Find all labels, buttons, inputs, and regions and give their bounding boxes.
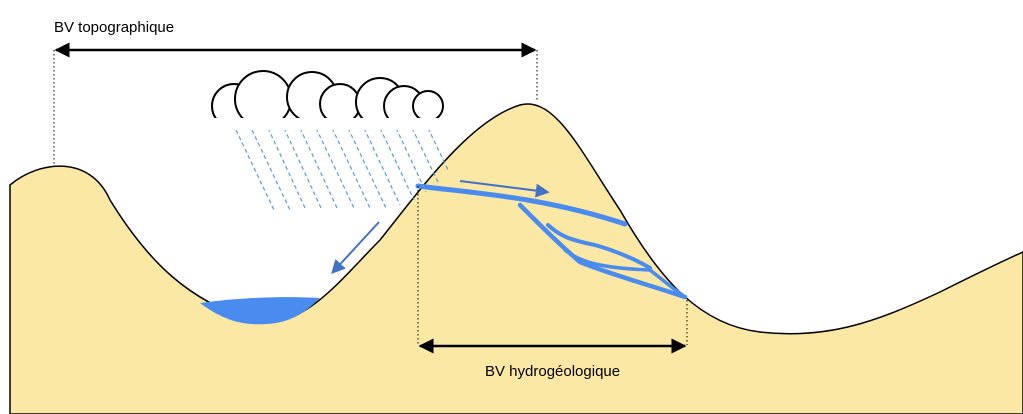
lake [200,297,320,325]
hydrogeologic-label: BV hydrogéologique [485,363,620,380]
surface-runoff-arrow [331,221,380,275]
rain-icon [235,127,449,211]
groundwater-channels [415,183,688,300]
groundwater-flow-arrow [459,180,550,198]
cloud-icon [210,70,444,130]
topographic-label: BV topographique [54,19,174,36]
terrain [9,103,1023,414]
